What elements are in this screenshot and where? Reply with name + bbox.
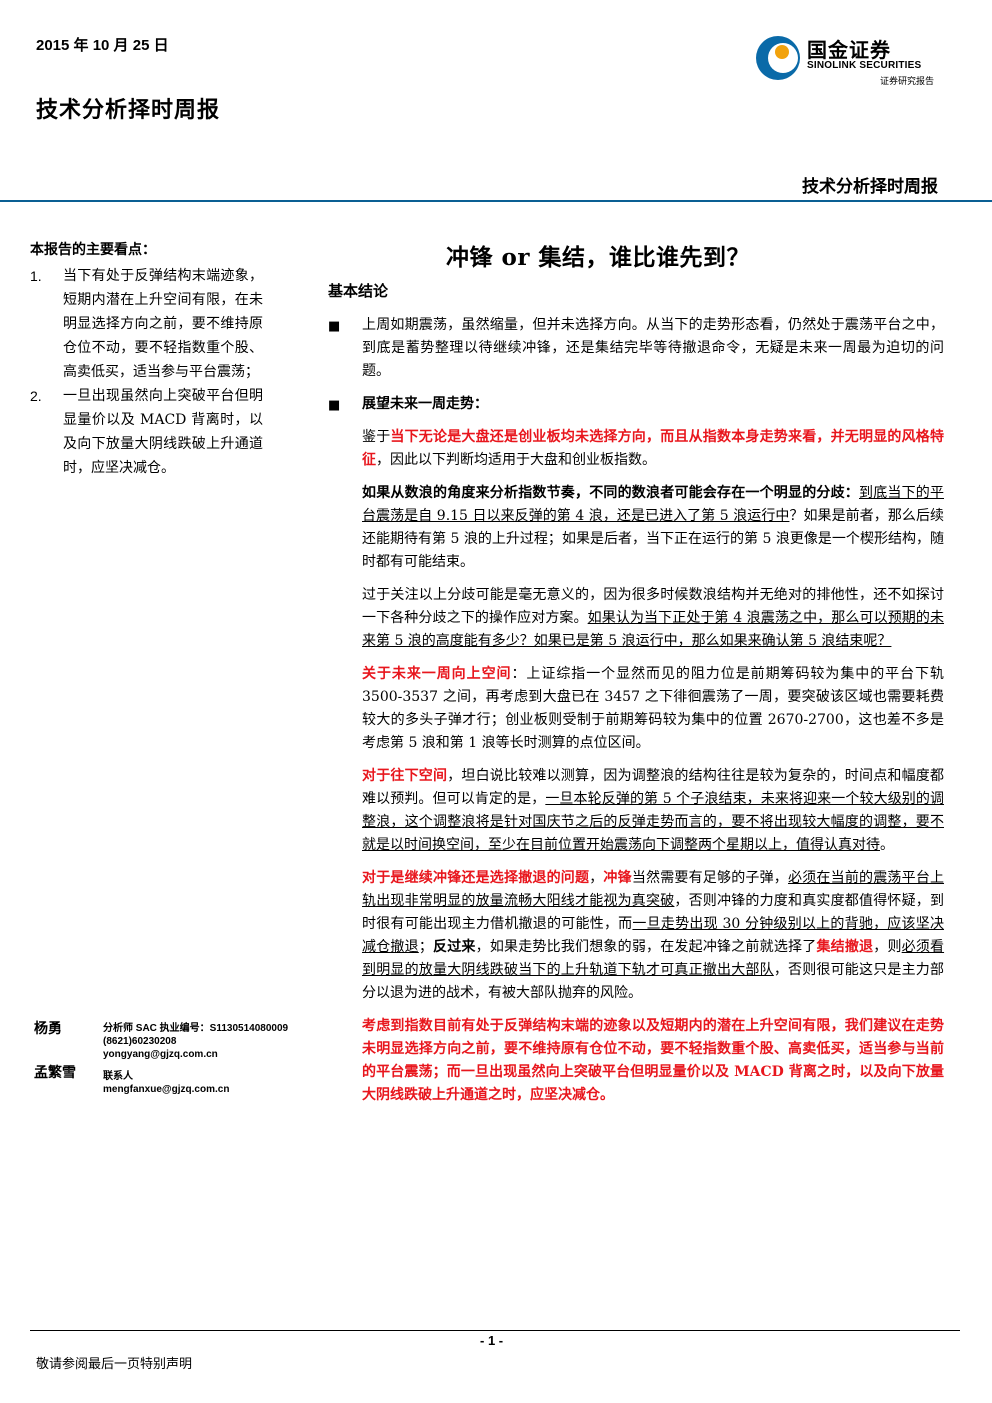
sinolink-logo-icon — [756, 36, 800, 80]
highlight-text: 对于是继续冲锋还是选择撤退的问题 — [362, 870, 590, 886]
sinolink-logo: 国金证券 SINOLINK SECURITIES 证券研究报告 — [752, 30, 957, 92]
paragraph-charge-or-retreat: 对于是继续冲锋还是选择撤退的问题，冲锋当然需要有足够的子弹，必须在当前的震荡平台… — [362, 867, 944, 1005]
text-run: 过于关注以上分歧可能是毫无意义的，因为很多时候数浪结构并无绝对的排他性，还不如探… — [362, 587, 944, 626]
text-run: 当然需要有足够的子弹， — [631, 870, 789, 886]
bold-text: 反过来 — [432, 939, 476, 955]
underlined-text: 一旦走势出现 30 分钟级别以上的背驰，应该坚决减仓撤退 — [362, 916, 945, 955]
report-type-title: 技术分析择时周报 — [36, 97, 221, 123]
paragraph-recommendation: 考虑到指数目前有处于反弹结构末端的迹象以及短期内的潜在上升空间有限，我们建议在走… — [362, 1015, 944, 1107]
paragraph-divergence: 过于关注以上分歧可能是毫无意义的，因为很多时候数浪结构并无绝对的排他性，还不如探… — [362, 584, 944, 653]
text-run: ？如果是前者，那么后续还能期待有第 5 浪的上升过程；如果是后者，当下正在运行的… — [362, 508, 945, 570]
paragraph-downside: 对于往下空间，坦白说比较难以测算，因为调整浪的结构往往是较为复杂的，时间点和幅度… — [362, 765, 944, 857]
key-point-text: 一旦出现虽然向上突破平台但明显量价以及 MACD 背离时，以及向下放量大阴线跌破… — [63, 388, 263, 476]
text-run: ； — [418, 939, 433, 955]
key-points-heading: 本报告的主要看点： — [30, 242, 156, 258]
author-name: 孟繁雪 — [34, 1065, 76, 1081]
text-run: ，坦白说比较难以测算，因为调整浪的结构往往是较为复杂的，时间点和幅度都难以预判。… — [362, 768, 945, 807]
underlined-text: 如果认为当下正处于第 4 浪震荡之中，那么可以预期的未来第 5 浪的高度能有多少… — [362, 610, 945, 649]
text-run: ， — [589, 870, 604, 886]
paragraph-wave-count: 如果从数浪的角度来分析指数节奏，不同的数浪者可能会存在一个明显的分歧：到底当下的… — [362, 482, 944, 574]
footer-divider — [30, 1330, 960, 1331]
header-divider — [0, 200, 992, 202]
underlined-text: 必须看到明显的放量大阴线跌破当下的上升轨道下轨才可真正撤出大部队 — [362, 939, 945, 978]
author-credential: 分析师 SAC 执业编号：S1130514080009 — [103, 1023, 289, 1034]
text-run: ，否则很可能这只是主力部分以退为进的战术，有被大部队抛弃的风险。 — [362, 962, 945, 1001]
logo-english-name: SINOLINK SECURITIES — [807, 60, 922, 71]
disclaimer-note: 敬请参阅最后一页特别声明 — [36, 1357, 193, 1372]
author-info: 联系人 mengfanxue@gjzq.com.cn — [103, 1070, 229, 1096]
highlight-text: 考虑到指数目前有处于反弹结构末端的迹象以及短期内的潜在上升空间有限，我们建议在走… — [362, 1018, 944, 1103]
author-name: 杨勇 — [34, 1021, 62, 1037]
bullet-paragraph: ■ 上周如期震荡，虽然缩量，但并未选择方向。从当下的走势形态看，仍然处于震荡平台… — [318, 314, 944, 383]
highlight-text: 对于往下空间 — [362, 768, 448, 784]
key-point-item: 2. 一旦出现虽然向上突破平台但明显量价以及 MACD 背离时，以及向下放量大阴线… — [30, 384, 263, 480]
page-number: - 1 - — [480, 1333, 504, 1348]
underlined-text: 必须在当前的震荡平台上轨出现非常明显的放量流畅大阳线才能视为真突破 — [362, 870, 945, 909]
key-points-sidebar: 本报告的主要看点： 1. 当下有处于反弹结构末端迹象，短期内潜在上升空间有限，在未… — [30, 238, 270, 480]
author-info: 分析师 SAC 执业编号：S1130514080009 (8621)602302… — [103, 1022, 288, 1061]
logo-subtitle: 证券研究报告 — [880, 77, 935, 87]
key-points-list: 1. 当下有处于反弹结构末端迹象，短期内潜在上升空间有限，在未明显选择方向之前，要… — [30, 264, 270, 480]
report-date: 2015 年 10 月 25 日 — [36, 37, 169, 54]
author-email: yongyang@gjzq.com.cn — [103, 1049, 218, 1060]
square-bullet-icon: ■ — [328, 398, 341, 413]
text-run: ，如果走势比我们想象的弱，在发起冲锋之前就选择了 — [475, 939, 817, 955]
author-role: 联系人 — [103, 1071, 133, 1082]
article-body: ■ 上周如期震荡，虽然缩量，但并未选择方向。从当下的走势形态看，仍然处于震荡平台… — [318, 314, 944, 1117]
bullet-text: 展望未来一周走势： — [362, 396, 488, 412]
highlight-text: 当下无论是大盘还是创业板均未选择方向，而且从指数本身走势来看，并无明显的风格特征 — [362, 429, 945, 468]
header-report-title: 技术分析择时周报 — [802, 177, 938, 197]
underlined-text: 一旦本轮反弹的第 5 个子浪结束，未来将迎来一个较大级别的调整浪，这个调整浪将是… — [362, 791, 944, 853]
text-run: 鉴于 — [362, 429, 391, 445]
highlight-text: 关于未来一周向上空间 — [362, 666, 512, 682]
text-run: ：上证综指一个显然而见的阻力位是前期筹码较为集中的平台下轨 3500-3537 … — [362, 666, 945, 751]
text-run: ，因此以下判断均适用于大盘和创业板指数。 — [376, 452, 656, 468]
article-title: 冲锋 or 集结，谁比谁先到？ — [446, 244, 750, 271]
logo-name: 国金证券 — [807, 38, 891, 62]
paragraph-style: 鉴于当下无论是大盘还是创业板均未选择方向，而且从指数本身走势来看，并无明显的风格… — [362, 426, 944, 472]
bullet-heading: ■ 展望未来一周走势： — [318, 393, 944, 416]
key-point-text: 当下有处于反弹结构末端迹象，短期内潜在上升空间有限，在未明显选择方向之前，要不维… — [63, 268, 263, 380]
bold-text: 如果从数浪的角度来分析指数节奏，不同的数浪者可能会存在一个明显的分歧： — [362, 485, 859, 501]
author-phone: (8621)60230208 — [103, 1036, 177, 1047]
key-point-item: 1. 当下有处于反弹结构末端迹象，短期内潜在上升空间有限，在未明显选择方向之前，要… — [30, 264, 263, 384]
underlined-text: 到底当下的平台震荡是自 9.15 日以来反弹的第 4 浪，还是已进入了第 5 浪… — [362, 485, 944, 524]
section-heading: 基本结论 — [328, 282, 389, 300]
text-run: ，则 — [873, 939, 902, 955]
bullet-text: 上周如期震荡，虽然缩量，但并未选择方向。从当下的走势形态看，仍然处于震荡平台之中… — [362, 317, 944, 379]
highlight-text: 集结撤退 — [816, 939, 874, 955]
highlight-text: 冲锋 — [603, 870, 632, 886]
text-run: ，否则冲锋的力度和真实度都值得怀疑，到时很有可能出现主力借机撤退的可能性，而 — [362, 893, 945, 932]
key-point-number: 1. — [30, 268, 42, 284]
square-bullet-icon: ■ — [328, 319, 341, 334]
text-run: 。 — [880, 837, 894, 853]
key-point-number: 2. — [30, 388, 42, 404]
author-email: mengfanxue@gjzq.com.cn — [103, 1084, 230, 1095]
paragraph-upside: 关于未来一周向上空间：上证综指一个显然而见的阻力位是前期筹码较为集中的平台下轨 … — [362, 663, 944, 755]
